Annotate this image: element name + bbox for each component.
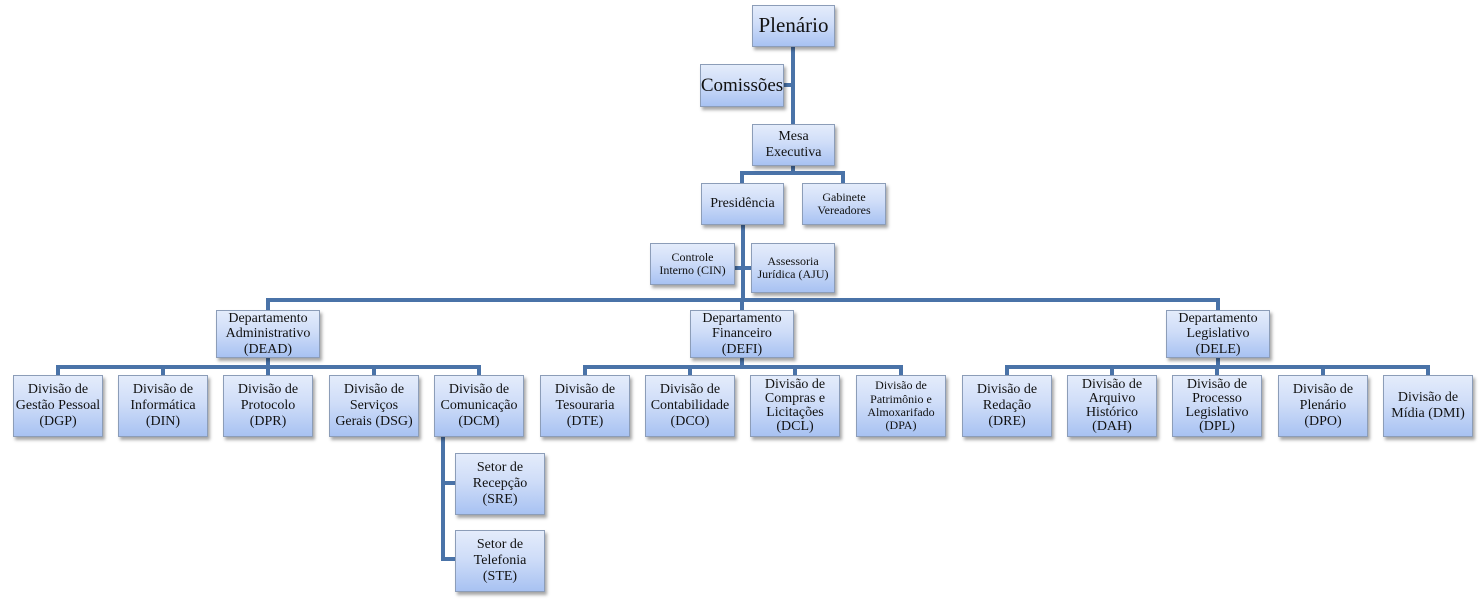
node-gabinete-vereadores: Gabinete Vereadores [802,183,886,225]
node-assessoria-juridica: Assessoria Jurídica (AJU) [751,243,835,293]
node-div-dco: Divisão de Contabilidade (DCO) [645,375,735,437]
node-setor-ste: Setor de Telefonia (STE) [455,530,545,592]
node-div-dah: Divisão de Arquivo Histórico (DAH) [1067,375,1157,437]
node-div-din: Divisão de Informática (DIN) [118,375,208,437]
node-div-dmi: Divisão de Mídia (DMI) [1383,375,1473,437]
node-dept-legislativo: Departamento Legislativo (DELE) [1166,310,1270,358]
node-div-dpr: Divisão de Protocolo (DPR) [223,375,313,437]
node-div-dcm: Divisão de Comunicação (DCM) [434,375,524,437]
node-plenario: Plenário [752,5,835,47]
node-div-dgp: Divisão de Gestão Pessoal (DGP) [13,375,103,437]
node-div-dcl: Divisão de Compras e Licitações (DCL) [750,375,840,437]
node-presidencia: Presidência [701,183,784,225]
node-dept-administrativo: Departamento Administrativo (DEAD) [216,310,320,358]
node-mesa-executiva: Mesa Executiva [752,124,835,166]
node-setor-sre: Setor de Recepção (SRE) [455,453,545,515]
node-comissoes: Comissões [700,64,784,107]
node-div-dpo: Divisão de Plenário (DPO) [1278,375,1368,437]
node-div-dpl: Divisão de Processo Legislativo (DPL) [1172,375,1262,437]
node-div-dte: Divisão de Tesouraria (DTE) [540,375,630,437]
node-controle-interno: Controle Interno (CIN) [650,243,735,285]
node-dept-financeiro: Departamento Financeiro (DEFI) [690,310,794,358]
node-div-dre: Divisão de Redação (DRE) [962,375,1052,437]
node-div-dsg: Divisão de Serviços Gerais (DSG) [329,375,419,437]
node-div-dpa: Divisão de Patrimônio e Almoxarifado (DP… [856,375,946,437]
